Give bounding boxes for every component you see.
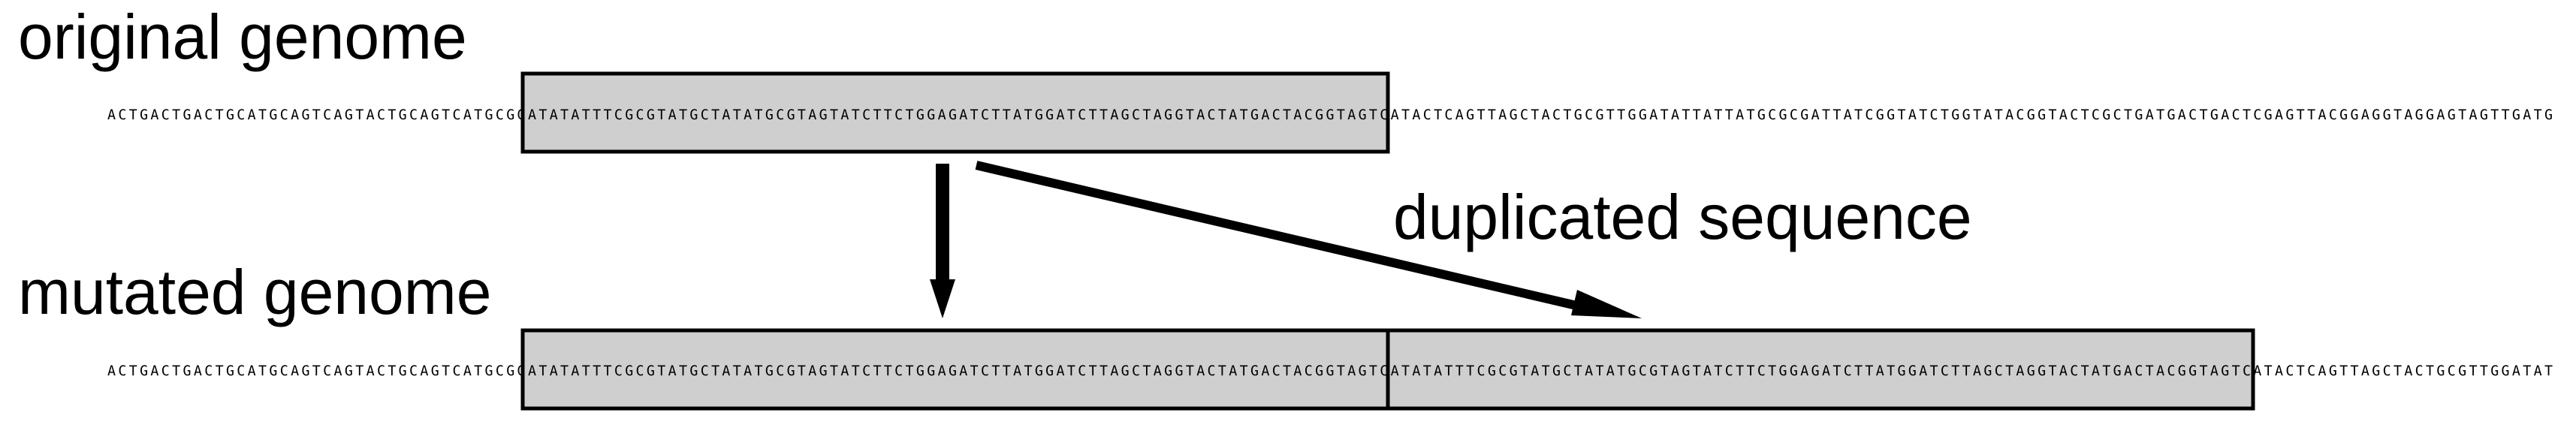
original-duplicated-region-box bbox=[520, 71, 1390, 154]
mutated-genome-sequence: ACTGACTGACTGCATGCAGTCAGTACTGCAGTCATGCGGA… bbox=[107, 363, 2553, 379]
mutated-copy-region-box bbox=[1386, 328, 2255, 411]
mutated-genome-label: mutated genome bbox=[18, 257, 491, 327]
original-genome-label: original genome bbox=[18, 2, 467, 72]
original-genome-sequence: ACTGACTGACTGCATGCAGTCAGTACTGCAGTCATGCGGA… bbox=[107, 107, 2553, 123]
down-arrow-icon bbox=[930, 164, 955, 318]
mutated-original-region-box bbox=[520, 328, 1390, 411]
duplicated-sequence-label: duplicated sequence bbox=[1393, 182, 1972, 252]
diagonal-arrow-icon bbox=[975, 161, 1642, 318]
